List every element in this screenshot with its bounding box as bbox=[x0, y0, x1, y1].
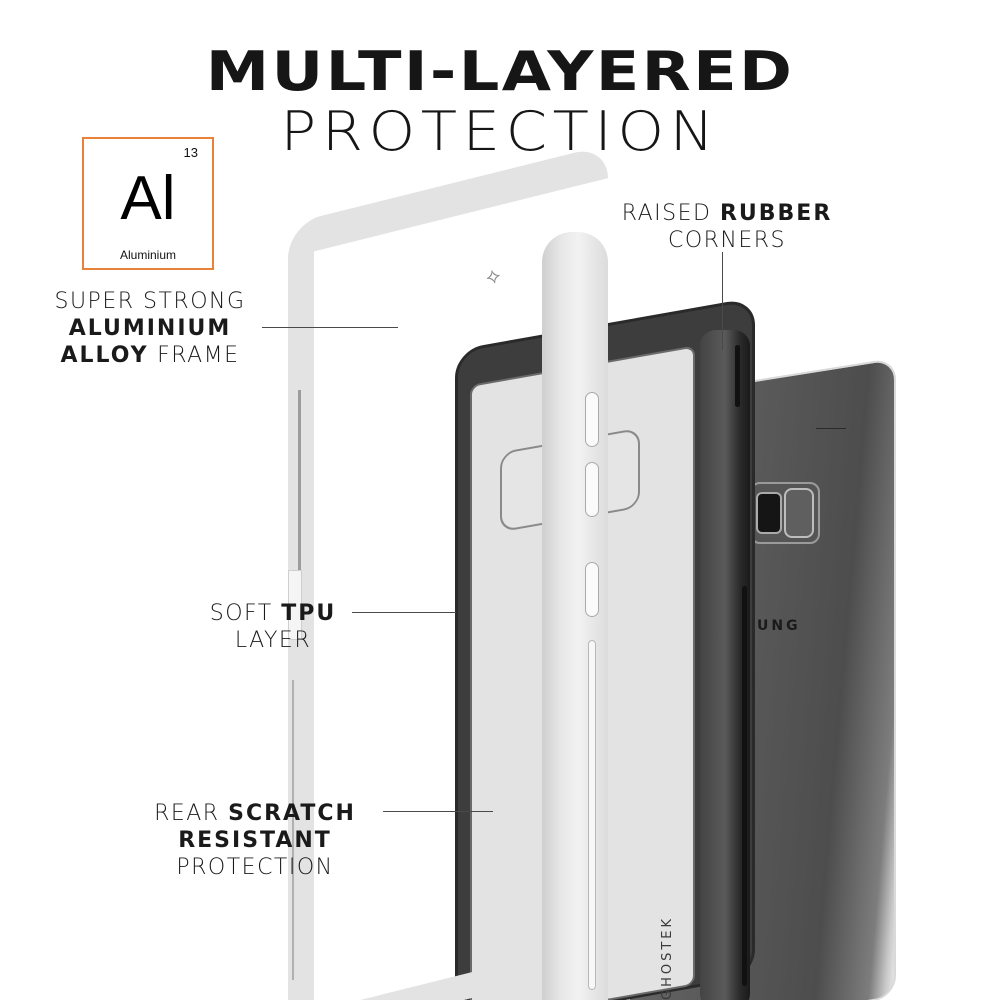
callout-corners-line2: CORNERS bbox=[667, 228, 787, 253]
callout-frame-line2: ALUMINIUM bbox=[68, 316, 232, 341]
ghostek-brand-text: GHOSTEK bbox=[660, 915, 675, 1000]
side-button bbox=[585, 562, 599, 617]
tpu-side-slot bbox=[742, 586, 747, 986]
leader-line-tpu bbox=[352, 612, 456, 613]
callout-rear-line1: REAR SCRATCH bbox=[154, 801, 356, 826]
callout-frame: SUPER STRONG ALUMINIUM ALLOY FRAME bbox=[30, 288, 270, 369]
callout-rear: REAR SCRATCH RESISTANT PROTECTION bbox=[132, 800, 378, 881]
tpu-side-slot bbox=[735, 345, 740, 407]
fingerprint-sensor bbox=[784, 488, 814, 538]
tpu-side-edge bbox=[700, 330, 750, 1000]
element-symbol: Al bbox=[120, 164, 176, 233]
leader-line-frame bbox=[262, 327, 398, 328]
phone-brand-text: UNG bbox=[757, 618, 801, 634]
callout-tpu-line2: LAYER bbox=[234, 628, 312, 653]
frame-groove bbox=[292, 680, 294, 980]
phone-speaker-line bbox=[816, 428, 846, 429]
frame-port-cutout bbox=[288, 570, 302, 640]
aluminium-frame-side bbox=[542, 232, 608, 1000]
callout-rear-line2: RESISTANT bbox=[178, 828, 332, 853]
callout-tpu: SOFT TPU LAYER bbox=[196, 600, 350, 654]
volume-down-button bbox=[585, 462, 599, 517]
volume-up-button bbox=[585, 392, 599, 447]
headline-bold: MULTI-LAYERED bbox=[205, 40, 795, 103]
leader-line-rear bbox=[383, 811, 493, 812]
aluminium-element-tile: 13 Al Aluminium bbox=[82, 137, 214, 270]
callout-frame-line1: SUPER STRONG bbox=[54, 289, 246, 314]
frame-groove bbox=[298, 390, 301, 600]
frame-side-slot bbox=[588, 640, 596, 990]
callout-frame-line3: ALLOY FRAME bbox=[60, 343, 240, 368]
headline-light: PROTECTION bbox=[280, 100, 720, 163]
callout-corners-line1: RAISED RUBBER bbox=[621, 201, 833, 226]
camera-lens-icon bbox=[756, 492, 782, 534]
callout-corners: RAISED RUBBER CORNERS bbox=[598, 200, 856, 254]
atomic-number: 13 bbox=[183, 145, 198, 160]
element-name: Aluminium bbox=[119, 248, 176, 262]
callout-rear-line3: PROTECTION bbox=[176, 855, 334, 880]
leader-line-corners bbox=[722, 252, 723, 350]
callout-tpu-line1: SOFT TPU bbox=[209, 601, 337, 626]
